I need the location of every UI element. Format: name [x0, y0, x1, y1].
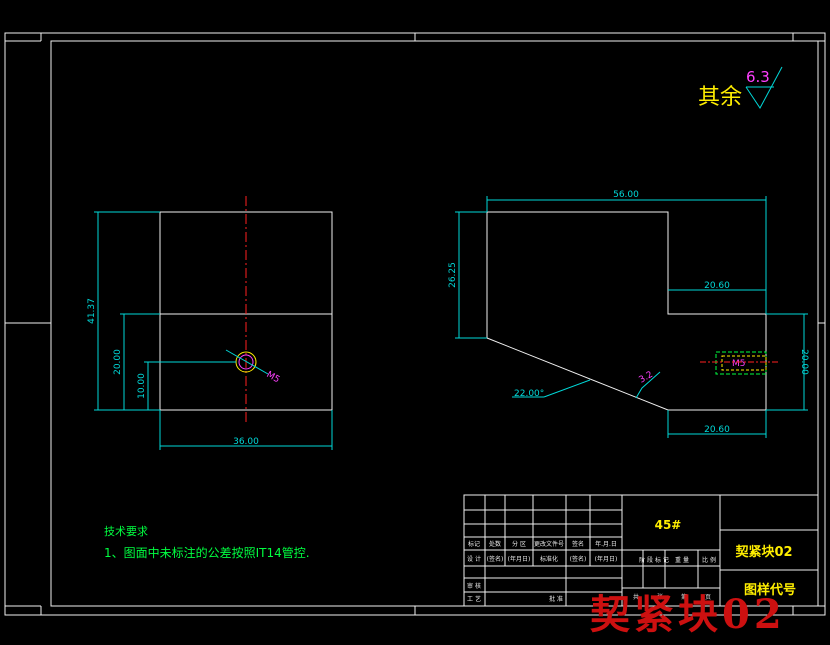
tech-req-item-1: 1、图面中未标注的公差按照IT14管控. [104, 545, 310, 560]
tech-req-title: 技术要求 [104, 525, 148, 538]
front-view: M5 41.37 20.00 10.00 36.00 [87, 196, 333, 450]
tb-design-4: (签名) [570, 555, 587, 563]
watermark-text: 契紧块02 [590, 591, 786, 638]
tb-approve: 批 准 [549, 595, 563, 603]
tb-design-1: (签名) [487, 555, 504, 563]
tb-process: 工 艺 [467, 595, 481, 603]
tb-design-5: (年月日) [595, 555, 618, 563]
side-roughness-value: 3.2 [638, 370, 655, 386]
dim-front-height-total: 41.37 [87, 298, 97, 324]
dim-front-width: 36.00 [233, 437, 259, 447]
tb-header-2: 分 区 [512, 540, 526, 548]
tb-drawing-code: 图样代号 [744, 582, 796, 598]
tb-sheet-3: 页 [705, 594, 711, 601]
dim-front-height-mid: 20.00 [113, 349, 123, 375]
tb-header-5: 年.月.日 [595, 540, 617, 548]
dim-side-top-width: 56.00 [613, 190, 639, 200]
dim-front-height-small: 10.00 [137, 373, 147, 399]
side-view: M5 56.00 26.25 [448, 190, 809, 438]
front-thread-label: M5 [265, 370, 282, 385]
tb-sheet-2: 第 [681, 593, 687, 601]
tb-stage-1: 重 量 [675, 556, 689, 564]
tb-material: 45# [655, 518, 682, 532]
tb-header-0: 标记 [468, 540, 480, 548]
tb-sheet-1: 张 [657, 593, 663, 601]
tb-sheet-0: 共 [633, 593, 639, 601]
roughness-symbol: 其余 6.3 [698, 66, 783, 110]
dim-side-height: 26.25 [448, 262, 458, 288]
tb-header-4: 签名 [572, 540, 584, 548]
roughness-value: 6.3 [746, 68, 770, 86]
dim-side-step-upper: 20.60 [704, 281, 730, 291]
tb-design-2: (年月日) [508, 555, 531, 563]
tb-header-1: 处数 [489, 540, 501, 548]
tb-header-3: 更改文件号 [534, 540, 564, 548]
tb-design-3: 标准化 [540, 555, 558, 563]
dim-side-angle: 22.00° [514, 389, 544, 399]
roughness-label: 其余 [698, 85, 742, 110]
tb-check: 审 核 [467, 582, 481, 590]
title-block: 45# 契紧块02 图样代号 标记 处数 分 区 更改文件号 签名 年.月.日 … [463, 494, 819, 607]
dim-side-right-height: 20.00 [799, 349, 809, 375]
tb-design-0: 设 计 [467, 555, 481, 563]
dim-side-step-lower: 20.60 [704, 425, 730, 435]
sheet-border [4, 32, 826, 616]
tb-stage-0: 阶 段 标 记 [639, 556, 669, 564]
tb-part-name: 契紧块02 [734, 544, 792, 560]
technical-requirements: 技术要求 1、图面中未标注的公差按照IT14管控. [104, 525, 310, 560]
tb-stage-2: 比 例 [702, 556, 716, 564]
side-thread-label: M5 [732, 359, 746, 369]
